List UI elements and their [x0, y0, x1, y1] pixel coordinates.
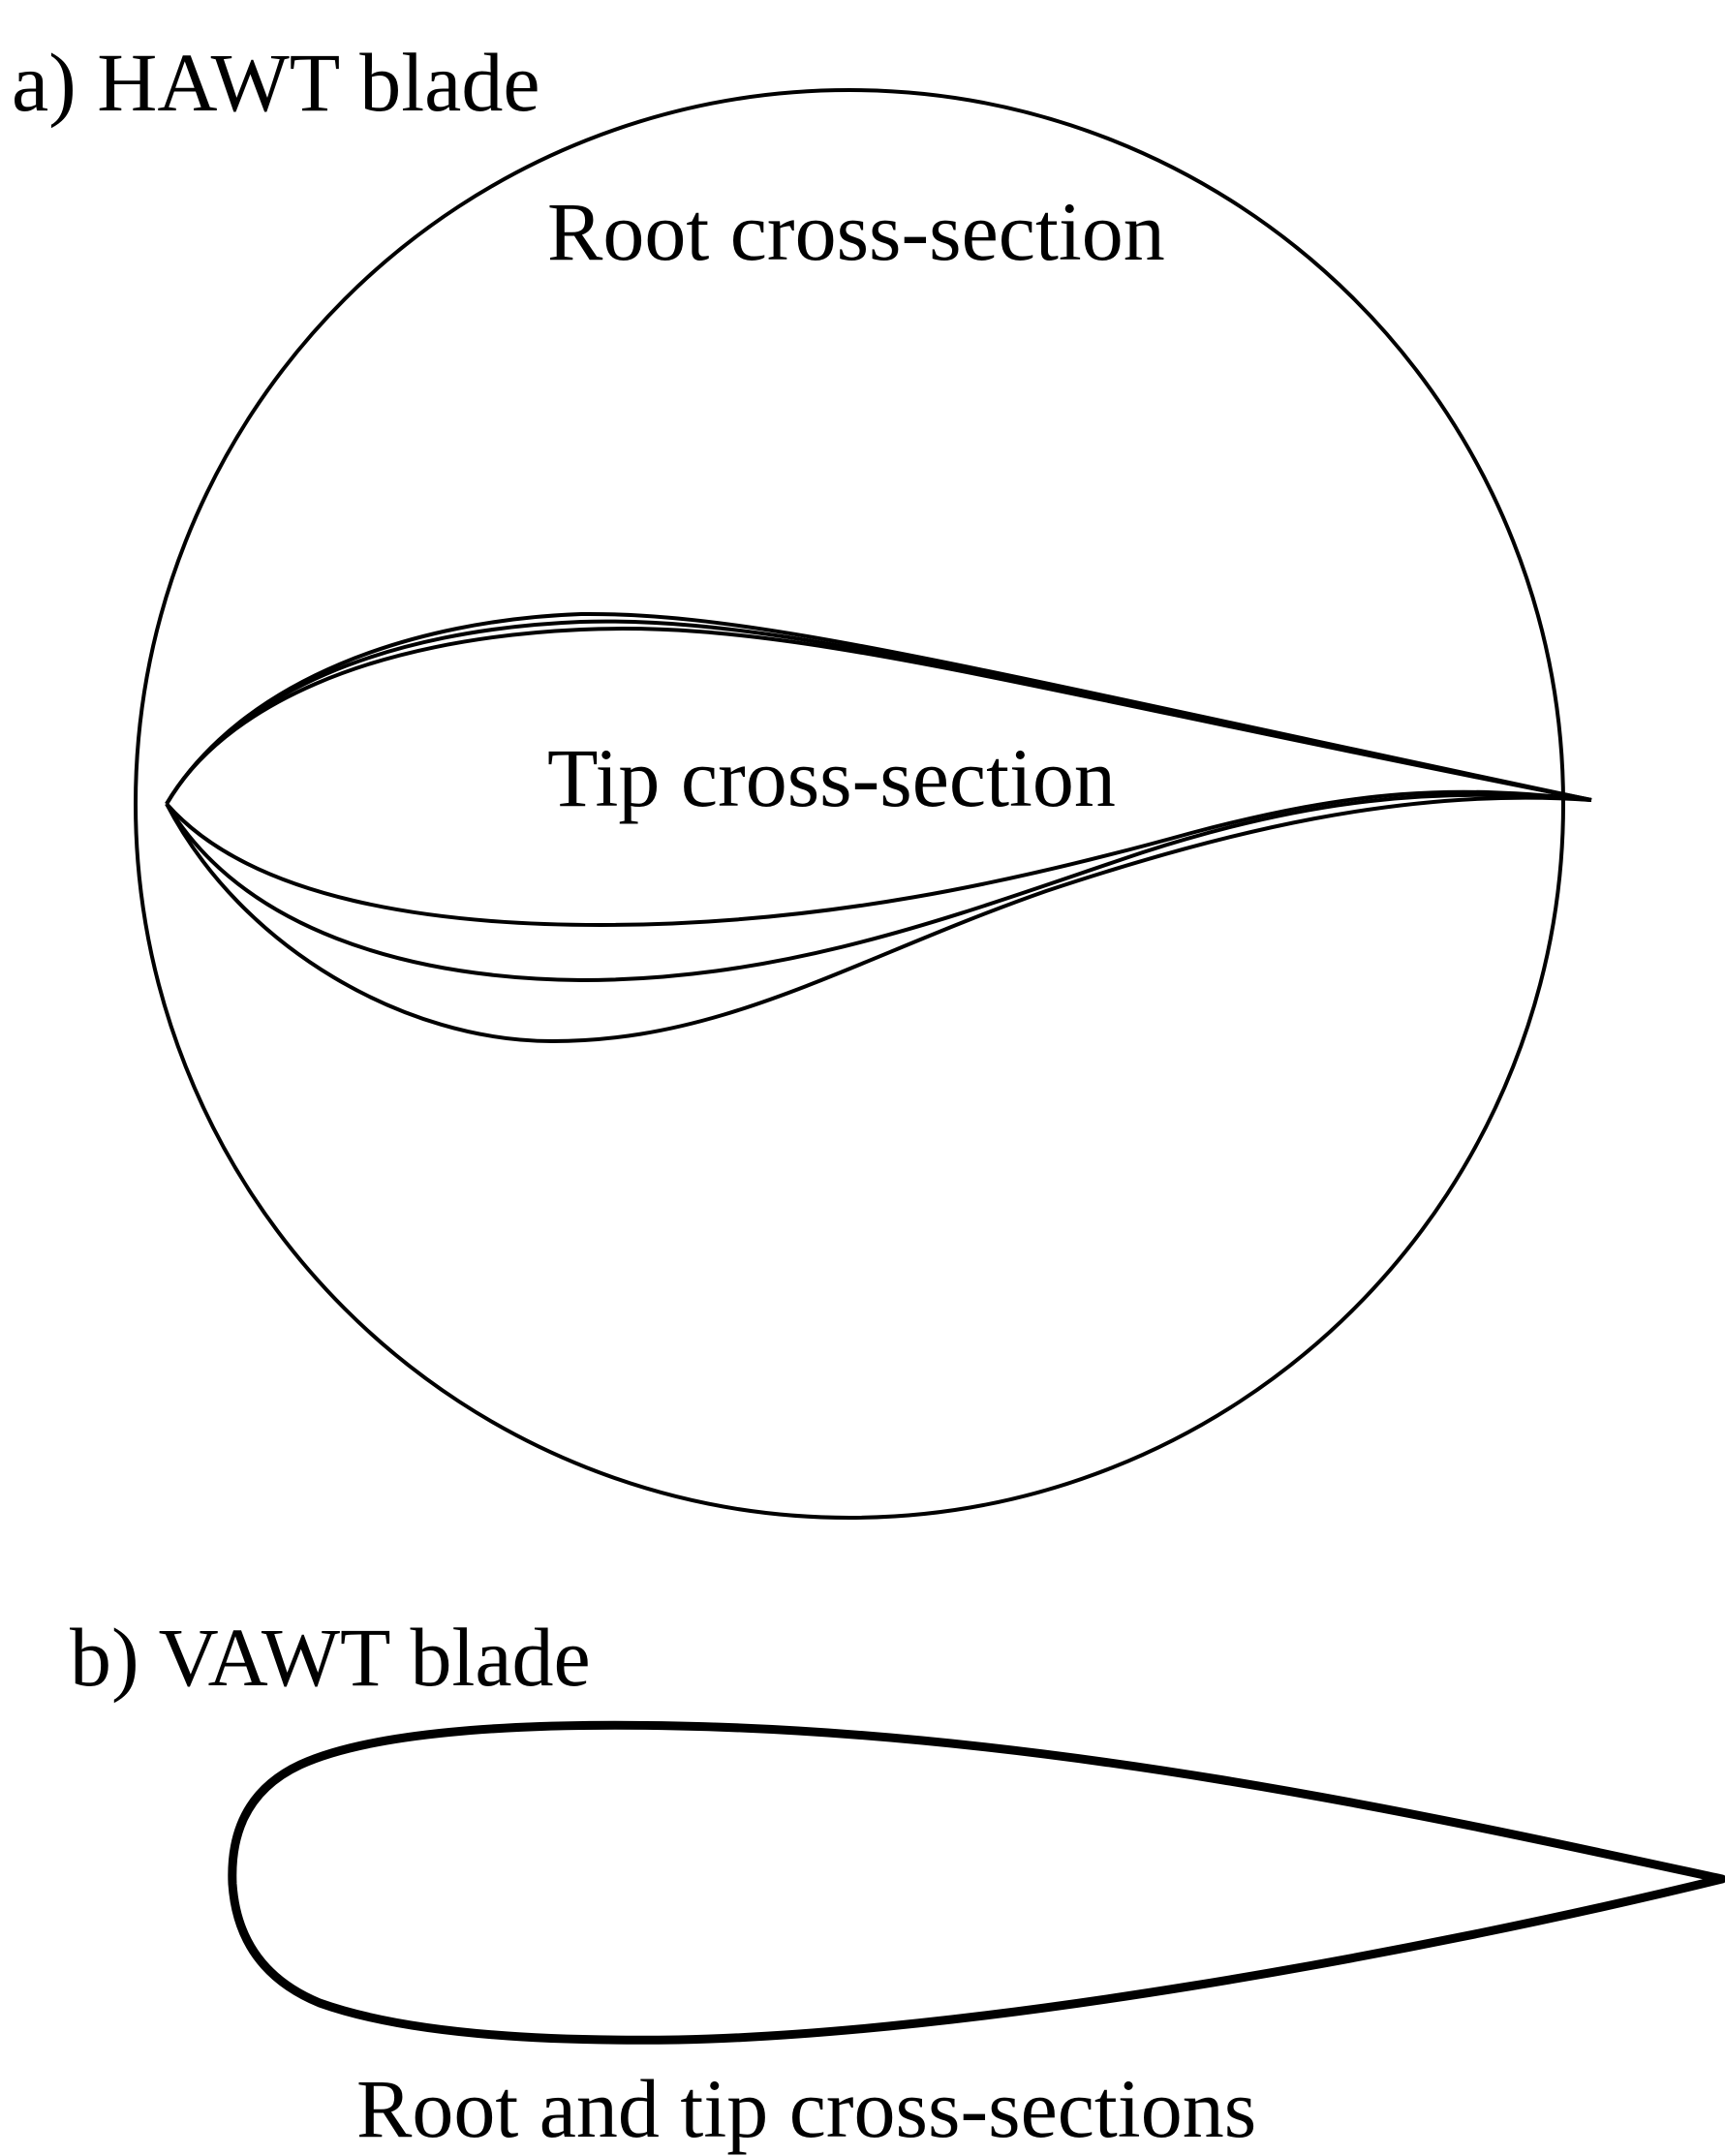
root-cross-section-circle [134, 88, 1565, 1520]
panel-b-title: b) VAWT blade [70, 1611, 591, 1704]
root-cross-section-label: Root cross-section [547, 185, 1165, 278]
airfoil-upper-1 [165, 611, 1592, 806]
airfoil-lower-3 [165, 795, 1592, 1044]
panel-a-title: a) HAWT blade [12, 36, 540, 129]
airfoil-lower-1 [165, 789, 1592, 928]
vawt-airfoil-profile [228, 1720, 1725, 2045]
airfoil-upper-3 [165, 627, 1592, 806]
airfoil-lower-2 [165, 792, 1592, 983]
root-and-tip-cross-sections-label: Root and tip cross-sections [356, 2062, 1257, 2155]
tip-cross-section-label: Tip cross-section [547, 731, 1116, 824]
